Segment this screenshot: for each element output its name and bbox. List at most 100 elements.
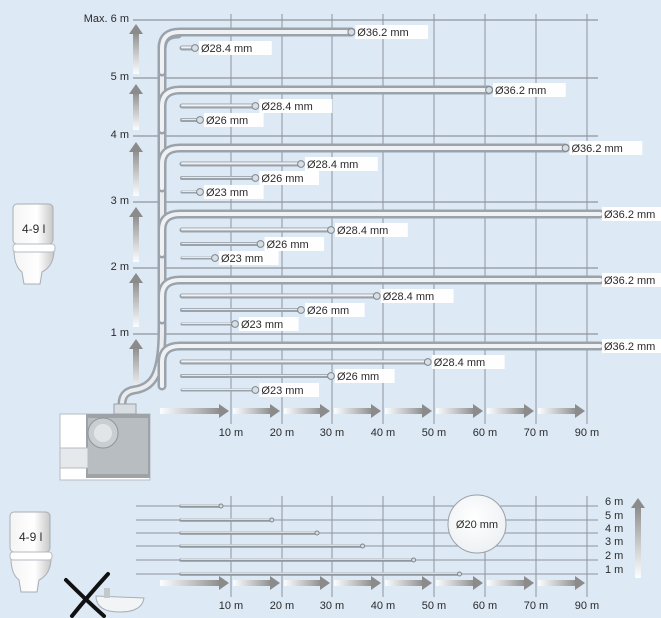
arrow-up (631, 498, 645, 578)
arrow-right (538, 404, 585, 418)
pipe-route: Ø36.2 mm (157, 83, 566, 135)
height-label: 2 m (605, 550, 623, 562)
pipe-diameter-label: Ø36.2 mm (572, 143, 623, 155)
arrow-right (160, 576, 229, 590)
pipe-highlight (160, 146, 568, 190)
pipe-route: Ø36.2 mm (157, 207, 661, 259)
arrow-right (233, 576, 280, 590)
lower-height-axis: 6 m 5 m 4 m 3 m 2 m 1 m (605, 496, 623, 576)
pipe-end (196, 116, 204, 124)
arrow-up (129, 339, 143, 392)
arrow-right (385, 404, 432, 418)
arrow-right (284, 576, 330, 590)
pipe-diameter-label: Ø36.2 mm (604, 341, 655, 353)
arrow-right (436, 576, 483, 590)
pipe-route: Ø23 mm (180, 251, 279, 265)
arrow-up (129, 142, 143, 196)
upper-height-axis: Max. 6 m 5 m 4 m 3 m 2 m 1 m (84, 13, 129, 339)
pipe-end (327, 372, 335, 380)
height-label: 3 m (111, 195, 129, 207)
pipe-diameter-label: Ø23 mm (261, 385, 303, 397)
upper-distance-axis: 10 m 20 m 30 m 40 m 50 m 60 m 70 m 90 m (219, 427, 599, 439)
pipe-end (231, 320, 239, 328)
pipe-end (211, 254, 219, 262)
pipe-end (251, 386, 260, 394)
pipe-label-bg (431, 355, 505, 369)
pipe-label-bg (259, 383, 319, 397)
distance-label: 50 m (422, 600, 446, 612)
distance-label: 60 m (473, 600, 497, 612)
lower-pipes (179, 503, 462, 577)
toilet-volume-label: 4-9 l (19, 530, 42, 544)
pipe-end (256, 240, 265, 248)
pipe-route: Ø28.4 mm (179, 355, 505, 369)
arrow-right (334, 404, 381, 418)
distance-label: 90 m (575, 427, 599, 439)
pipe-diameter-label: Ø28.4 mm (201, 43, 252, 55)
pipe-diameter-label: Ø28.4 mm (383, 291, 434, 303)
pipe-end (457, 571, 462, 577)
distance-label: 50 m (422, 427, 446, 439)
pipe-end (372, 292, 381, 300)
arrow-right (334, 576, 381, 590)
pipe-highlight (160, 88, 491, 132)
arrow-right (284, 404, 330, 418)
pipe-label-bg (602, 339, 661, 353)
pipe-label-bg (335, 223, 408, 237)
distance-label: 90 m (575, 600, 599, 612)
pipe-route: Ø23 mm (180, 383, 319, 397)
lower-distance-axis: 10 m 20 m 30 m 40 m 50 m 60 m 70 m 90 m (219, 600, 599, 612)
toilet-volume-label: 4-9 l (22, 222, 45, 236)
pipe-diameter-label: Ø23 mm (221, 253, 263, 265)
pipe-route: Ø26 mm (180, 369, 395, 383)
pipe-end (347, 28, 356, 36)
distance-label: 10 m (219, 600, 243, 612)
height-label: 4 m (111, 129, 129, 141)
pipe-route: Ø36.2 mm (157, 339, 661, 391)
pipe-label-bg (335, 369, 395, 383)
pipe-route: Ø26 mm (180, 171, 319, 185)
toilet-icon (12, 203, 56, 285)
pipe-diameter-label: Ø28.4 mm (337, 225, 388, 237)
distance-label: 70 m (524, 600, 548, 612)
pipe-label-bg (199, 41, 272, 55)
upper-grid (133, 14, 598, 424)
sink-icon (95, 588, 145, 613)
distance-label: 20 m (270, 600, 294, 612)
distance-label: 10 m (219, 427, 243, 439)
pipe-diameter-label: Ø23 mm (241, 319, 283, 331)
arrow-right (487, 576, 534, 590)
pipe-end (297, 306, 305, 314)
arrow-right (385, 576, 432, 590)
pipe-label-bg (569, 141, 643, 155)
height-label: 5 m (605, 510, 623, 522)
pipe-end (196, 188, 204, 196)
pipe-route: Ø28.4 mm (179, 41, 272, 55)
pipe-end (314, 530, 320, 536)
flow-arrows (129, 24, 645, 590)
arrow-right (436, 404, 483, 418)
height-label: Max. 6 m (84, 13, 129, 25)
pipe-diameter-badge (447, 494, 507, 554)
pipe-label-bg (305, 157, 378, 171)
pipe-highlight (160, 278, 602, 322)
height-label: 6 m (605, 496, 623, 508)
pipe-label-bg (264, 237, 325, 251)
pipe-route: Ø28.4 mm (179, 157, 378, 171)
pipe-route: Ø28.4 mm (179, 223, 408, 237)
pipe-diameter-label: Ø26 mm (337, 371, 379, 383)
pipe-label-bg (380, 289, 454, 303)
pipe-diameter-label: Ø26 mm (307, 305, 349, 317)
height-label: 2 m (111, 261, 129, 273)
pipe-diameter-label: Ø36.2 mm (357, 27, 408, 39)
pipe-diameter-label: Ø36.2 mm (604, 209, 655, 221)
height-label: 5 m (111, 71, 129, 83)
pipe-end (411, 557, 417, 563)
pipe-highlight (160, 212, 602, 256)
pipe-route: Ø28.4 mm (179, 99, 333, 113)
pipe-diameter-label: Ø28.4 mm (434, 357, 485, 369)
arrow-right (233, 404, 280, 418)
pump-unit (59, 403, 151, 481)
pipe-label-bg (204, 113, 264, 127)
